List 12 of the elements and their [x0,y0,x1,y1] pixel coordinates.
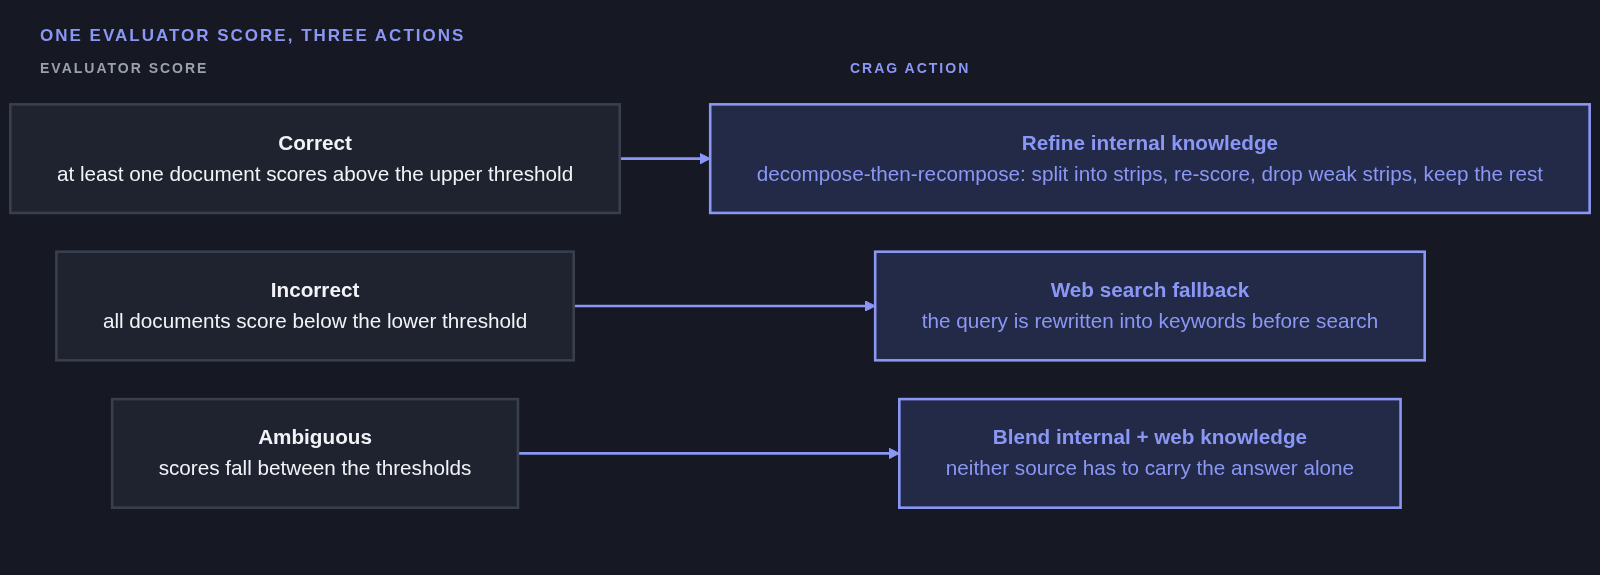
arrow [573,300,876,312]
column-heading: EVALUATOR SCORE [40,60,209,76]
node-box: Correct at least one document scores above the upper threshold [9,103,622,215]
node-box: Incorrect all documents score below the lower threshold [55,250,575,362]
column-heading: CRAG ACTION [850,60,971,76]
arrow [619,152,711,165]
node-box: Web search fallback the query is rewritten into keywords before search [873,250,1426,362]
node-box: Ambiguous scores fall between the thresholds [110,397,520,509]
arrow [517,447,900,460]
diagram-title: ONE EVALUATOR SCORE, THREE ACTIONS [40,26,466,46]
node-box: Refine internal knowledge decompose-then-recompose: split into strips, re-score, drop weak strips, keep the rest [708,103,1591,215]
node-box: Blend internal + web knowledge neither source has to carry the answer alone [898,397,1402,509]
